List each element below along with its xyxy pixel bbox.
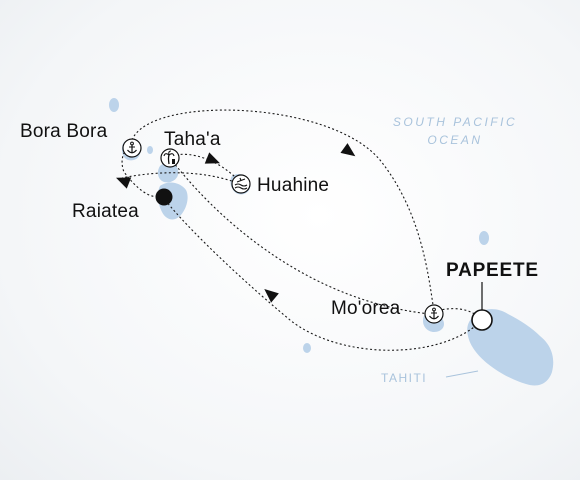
papeete-marker (471, 309, 493, 331)
islet-west (147, 146, 153, 154)
beach-waves-icon (231, 174, 251, 194)
route-papeete-to-raiatea (161, 195, 481, 351)
palm-tree-icon (160, 148, 180, 168)
port-label-huahine: Huahine (257, 175, 329, 196)
port-label-bora-bora: Bora Bora (20, 121, 108, 142)
route-tahaa-to-huahine (171, 153, 241, 183)
arrow-head-east (340, 143, 356, 157)
port-label-moorea: Mo'orea (331, 298, 401, 319)
islet-tetiaroa (303, 343, 311, 353)
port-label-raiatea: Raiatea (72, 201, 139, 222)
port-label-papeete: PAPEETE (446, 260, 539, 281)
island-tahaa (157, 162, 179, 183)
route-bora-to-moorea (131, 109, 435, 313)
route-tahaa-to-moorea (169, 157, 431, 315)
anchor-icon (424, 304, 444, 324)
raiatea-marker (155, 188, 173, 206)
route-huahine-to-raiatea (121, 172, 241, 185)
arrow-head-tahaa-huahine (204, 152, 220, 164)
arrow-head-northwest (264, 289, 279, 303)
island-label-leader (445, 370, 479, 378)
island-label-tahiti: TAHITI (381, 371, 427, 385)
anchor-icon (122, 138, 142, 158)
ocean-label: SOUTH PACIFIC (393, 115, 517, 129)
islet-maupiti (479, 231, 489, 245)
ocean-label-2: OCEAN (427, 133, 482, 147)
arrow-head-west (116, 177, 132, 189)
islet-north (109, 98, 119, 112)
port-label-tahaa: Taha'a (164, 129, 221, 150)
route-arrows (116, 143, 356, 303)
